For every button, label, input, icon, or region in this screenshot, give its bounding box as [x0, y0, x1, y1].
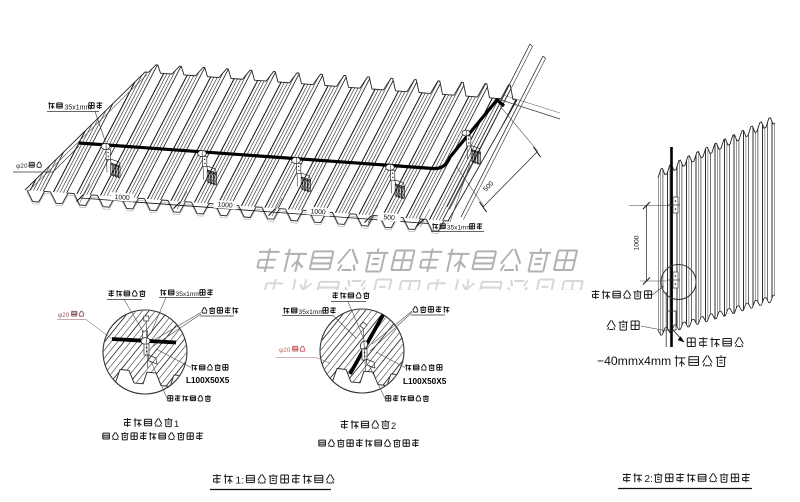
svg-text:1:: 1: [235, 475, 244, 487]
svg-text:35x1mm: 35x1mm [299, 309, 325, 316]
svg-text:500: 500 [383, 214, 395, 222]
svg-text:L100X50X5: L100X50X5 [186, 376, 230, 385]
svg-text:1: 1 [174, 419, 179, 429]
svg-text:2:: 2: [645, 474, 653, 485]
svg-text:φ20: φ20 [16, 163, 28, 170]
svg-text:35x1mm: 35x1mm [447, 225, 472, 232]
svg-text:1000: 1000 [310, 208, 326, 216]
svg-text:φ20: φ20 [58, 312, 70, 319]
svg-text:L100X50X5: L100X50X5 [403, 377, 447, 386]
svg-text:1000: 1000 [217, 202, 233, 210]
svg-text:1000: 1000 [114, 194, 130, 202]
svg-text:35x1mm: 35x1mm [64, 104, 91, 111]
svg-text:−40mmx4mm: −40mmx4mm [597, 354, 671, 368]
svg-text:1000: 1000 [634, 235, 641, 250]
svg-text:φ20: φ20 [279, 347, 291, 354]
svg-text:2: 2 [391, 421, 396, 431]
svg-text:35x1mm: 35x1mm [176, 291, 202, 298]
